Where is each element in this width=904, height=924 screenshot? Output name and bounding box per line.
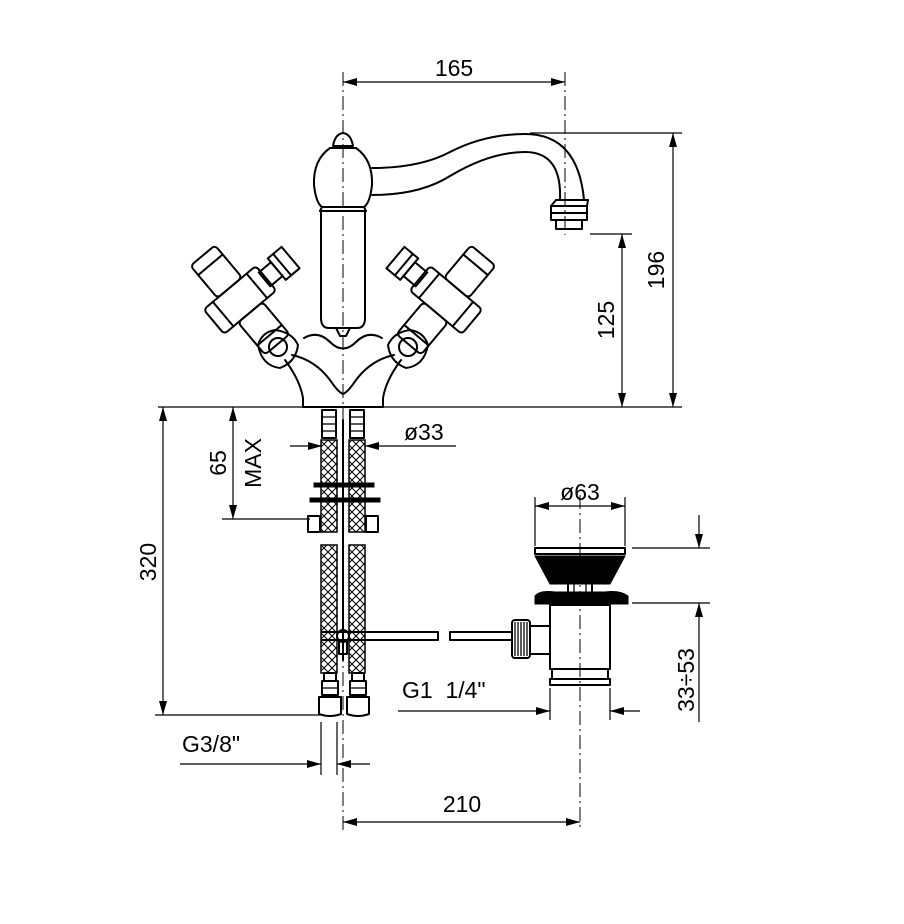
- pop-up-waste: [437, 547, 629, 686]
- waste-thread-value: G1 1/4": [402, 677, 486, 703]
- dim-waste-thread: G1 1/4": [398, 677, 640, 720]
- center-lines: [342, 72, 581, 830]
- max-label: MAX: [240, 438, 266, 488]
- dim-spout-height: 125: [590, 233, 632, 407]
- inlet-diameter-value: ø33: [404, 419, 444, 445]
- hose-length-value: 320: [135, 543, 161, 581]
- waste-adjust-range-value: 33÷53: [673, 648, 699, 712]
- overall-height-value: 196: [643, 251, 669, 289]
- dim-waste-adjust-range: 33÷53: [632, 515, 710, 722]
- dim-inlet-thread: G3/8": [180, 722, 370, 775]
- left-cross-handle: [191, 245, 301, 369]
- spout-reach-value: 165: [435, 55, 473, 81]
- dim-inlet-diameter: ø33: [290, 419, 456, 450]
- inlet-thread-value: G3/8": [182, 731, 240, 757]
- supply-hoses: [307, 409, 439, 717]
- dim-tap-to-waste: 210: [343, 791, 580, 826]
- tap-to-waste-value: 210: [443, 791, 481, 817]
- dim-hose-length: 320: [135, 407, 320, 716]
- spout-height-value: 125: [593, 301, 619, 339]
- max-deck-thickness-value: 65: [205, 450, 231, 476]
- dim-overall-height: 196: [530, 132, 682, 407]
- right-cross-handle: [385, 245, 495, 369]
- faucet-body: [284, 132, 589, 408]
- dim-max-deck-thickness: 65 MAX: [205, 407, 310, 520]
- dim-spout-reach: 165: [343, 55, 565, 86]
- waste-diameter-value: ø63: [560, 479, 600, 505]
- dim-waste-diameter: ø63: [534, 479, 626, 546]
